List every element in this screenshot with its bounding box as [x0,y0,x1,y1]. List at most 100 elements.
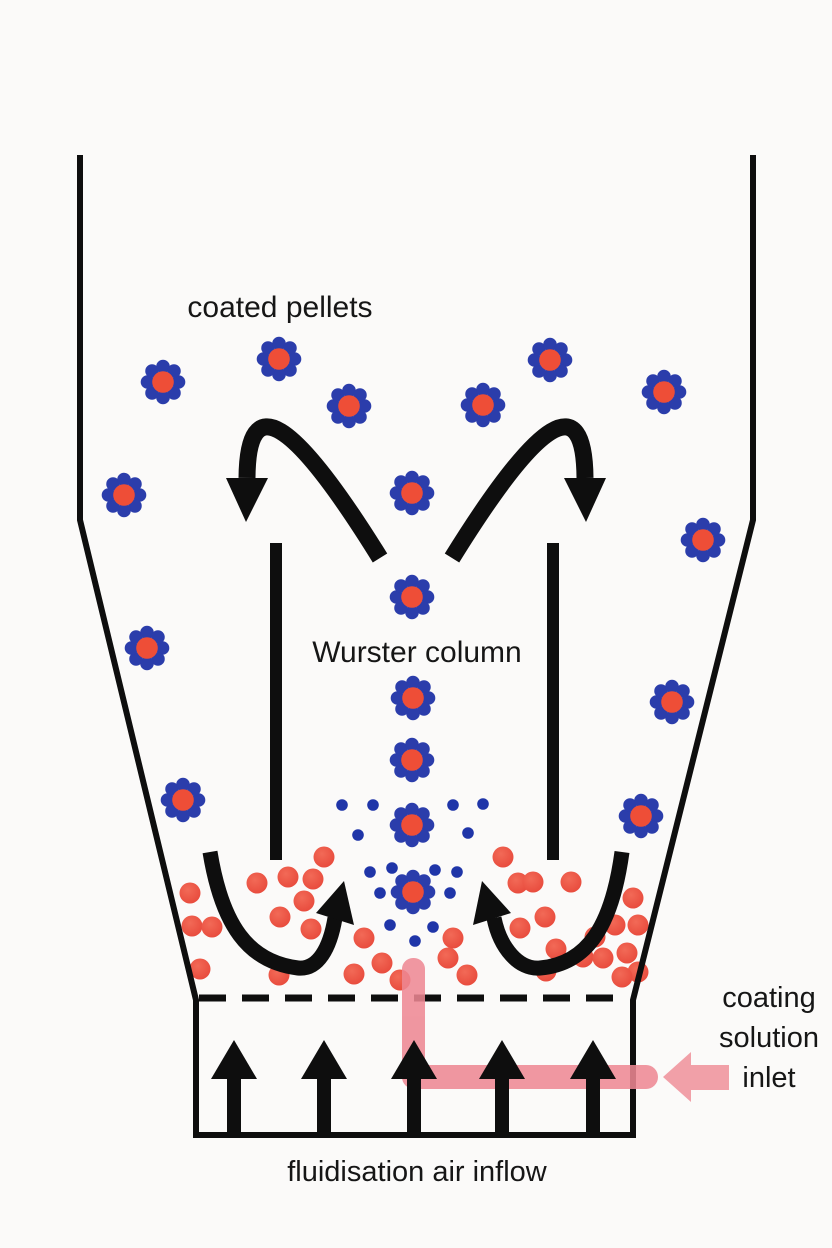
coating-petal [405,574,419,589]
pellet-core [338,395,360,417]
coating-petal [405,737,419,752]
coating-petal [421,691,436,705]
coating-petal [672,385,687,399]
coating-petal [420,818,435,832]
fluidisation-air-arrow [391,1040,437,1134]
coating-petal [389,753,404,767]
pellet-core [402,881,424,903]
pellet-core [661,691,683,713]
coating-petal [256,352,271,366]
uncoated-pellet [201,916,223,938]
arrowhead-up-icon [391,1040,437,1079]
pellet-core [401,814,423,836]
coating-inlet-line-1: coating [722,982,816,1014]
coating-petal [527,353,542,367]
coated-pellet [390,675,436,721]
pellet-core [402,687,424,709]
coating-petal [389,590,404,604]
coating-petal [140,656,154,671]
uncoated-pellet [269,906,291,928]
uncoated-pellet [353,927,375,949]
spray-droplet [409,935,421,947]
coating-petal [405,833,419,848]
pellet-core [630,805,652,827]
pellet-core [539,349,561,371]
coating-petal [191,793,206,807]
fluidisation-air-arrow [570,1040,616,1134]
pellet-core [401,586,423,608]
coating-solution-inlet-label: coating solution inlet [689,978,832,1098]
wurster-column-right-wall [547,543,559,860]
coated-pellet [390,869,436,915]
uncoated-pellet [522,871,544,893]
pellet-core [401,749,423,771]
coating-petal [390,885,405,899]
pellet-core [268,348,290,370]
coated-pellet [326,383,372,429]
coated-pellet [460,382,506,428]
wurster-column-left-wall [270,543,282,860]
spray-droplet [451,866,463,878]
coated-pellet [618,793,664,839]
coating-petal [357,399,372,413]
coating-petal [342,414,356,429]
coating-petal [491,398,506,412]
coating-petal [476,382,490,397]
coating-petal [140,375,155,389]
arrowhead-up-icon [473,881,511,925]
spray-droplet [336,799,348,811]
coating-petal [420,753,435,767]
arrowhead-down-left-icon [226,478,268,522]
coated-pellet [649,679,695,725]
coated-pellet [124,625,170,671]
coated-pellet [160,777,206,823]
coating-petal [117,503,131,518]
coated-pellet [140,359,186,405]
uncoated-pellet [442,927,464,949]
coating-petal [272,367,286,382]
recirculation-right-arrow [473,850,630,976]
fluidisation-air-arrow [211,1040,257,1134]
coating-petal [680,533,695,547]
coating-petal [421,885,436,899]
uncoated-pellet [627,914,649,936]
coating-petal [287,352,302,366]
pellet-core [692,529,714,551]
coating-petal [543,337,557,352]
coating-petal [420,590,435,604]
pellet-core [653,381,675,403]
pellet-core [152,371,174,393]
coating-petal [405,605,419,620]
coating-petal [543,368,557,383]
coating-petal [657,369,671,384]
fluidisation-air-arrow [301,1040,347,1134]
spray-droplet [477,798,489,810]
uncoated-pellet [592,947,614,969]
coating-inlet-line-2: solution [719,1022,819,1054]
coating-petal [641,385,656,399]
spray-droplet [374,887,386,899]
coating-petal [711,533,726,547]
uncoated-pellet [437,947,459,969]
coating-petal [171,375,186,389]
coating-petal [342,383,356,398]
coating-petal [634,793,648,808]
uncoated-pellet [507,872,529,894]
coating-petal [405,501,419,516]
uncoated-pellet [560,871,582,893]
wurster-column-label: Wurster column [312,636,522,669]
coating-petal [420,486,435,500]
coating-petal [160,793,175,807]
coating-petal [696,517,710,532]
vessel-outline [77,155,756,1138]
coating-petal [405,768,419,783]
coating-petal [649,809,664,823]
coating-petal [406,675,420,690]
coated-pellet [527,337,573,383]
uncoated-pellet [277,866,299,888]
spray-droplet [447,799,459,811]
coated-pellet [680,517,726,563]
coating-petal [405,802,419,817]
pellet-core [472,394,494,416]
coating-petal [476,413,490,428]
